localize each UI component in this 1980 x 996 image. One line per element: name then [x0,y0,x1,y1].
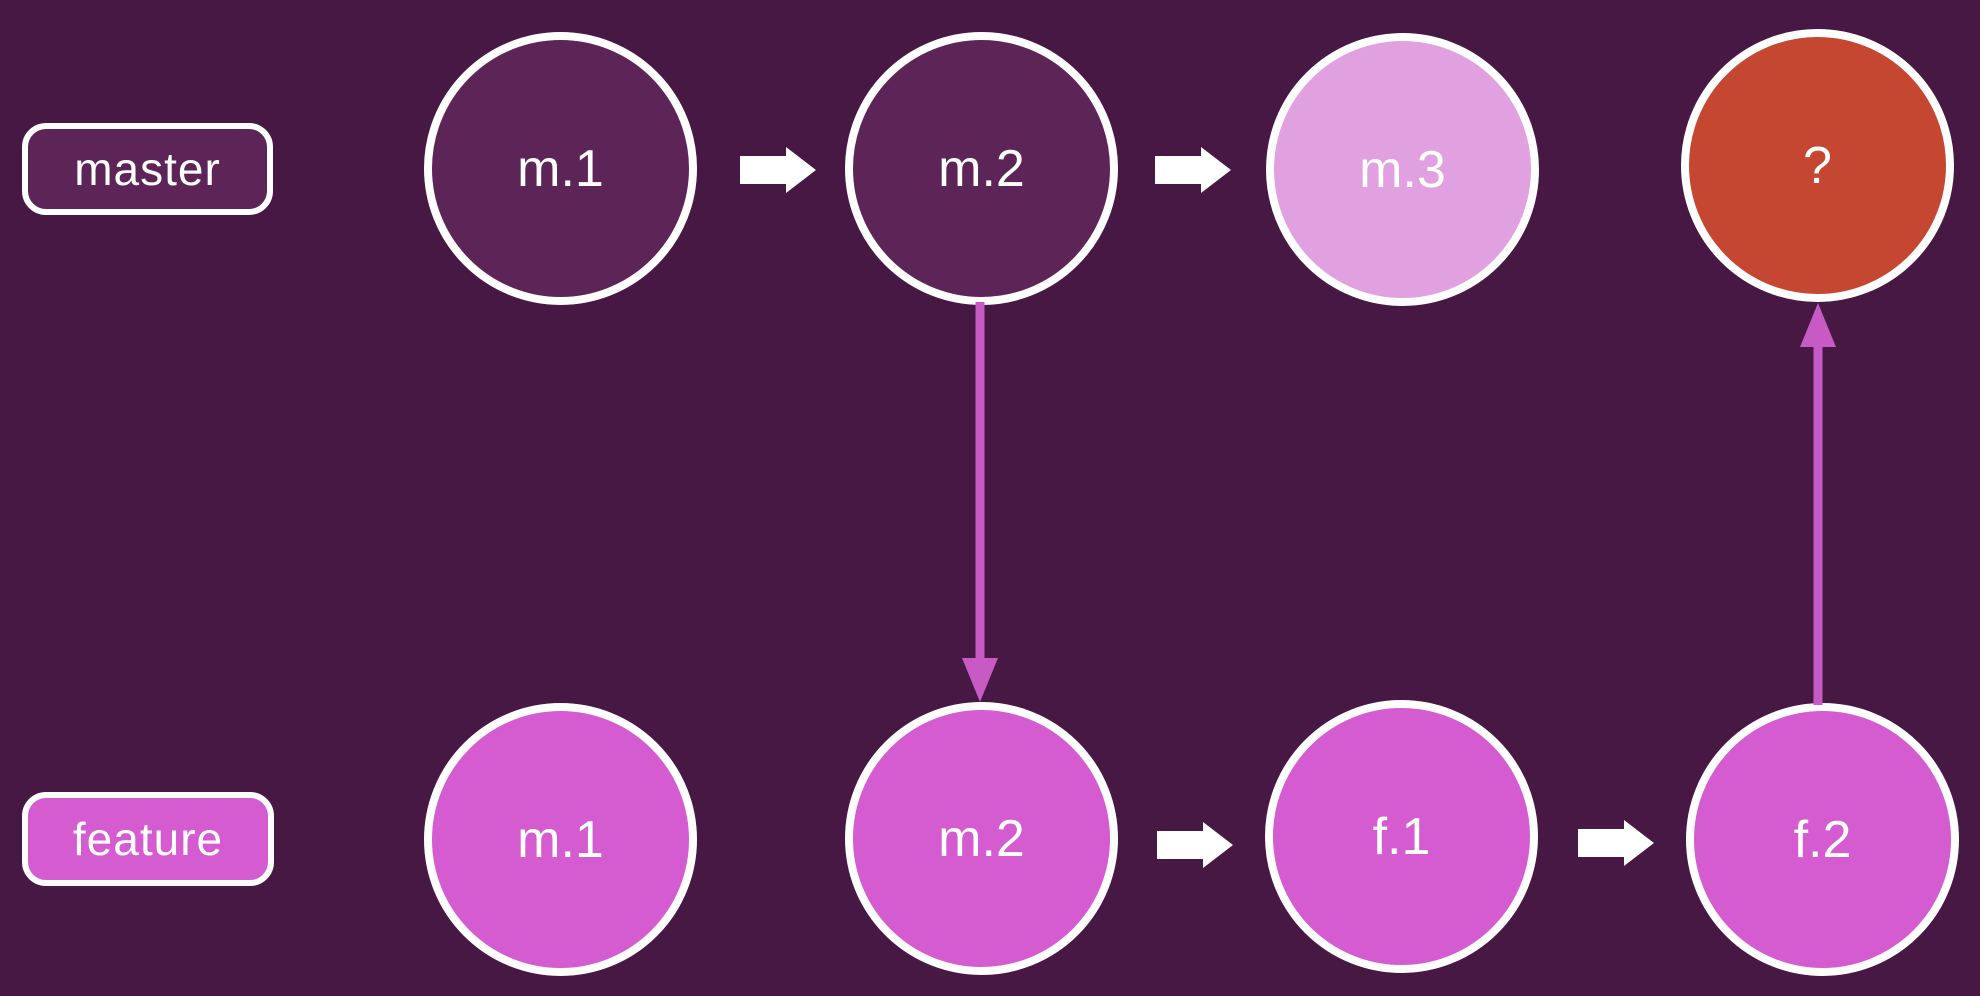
commit-node-feature-f1: f.1 [1265,700,1538,973]
commit-node-master-m1: m.1 [424,32,697,305]
commit-node-master-m3: m.3 [1266,33,1539,306]
branch-label-master: master [22,123,273,215]
commit-node-master-m2: m.2 [845,32,1118,305]
arrow-right-icon [740,147,816,193]
arrow-right-icon [1155,147,1231,193]
commit-node-merge-question: ? [1681,29,1954,302]
arrow-right-icon [1157,822,1233,868]
commit-node-feature-m2: m.2 [845,702,1118,975]
merge-arrow-up-icon [1800,303,1836,705]
branch-label-feature: feature [22,792,274,886]
branch-arrow-down-icon [962,302,998,702]
arrow-right-icon [1578,820,1654,866]
commit-node-feature-m1: m.1 [424,703,697,976]
commit-node-feature-f2: f.2 [1686,703,1959,976]
